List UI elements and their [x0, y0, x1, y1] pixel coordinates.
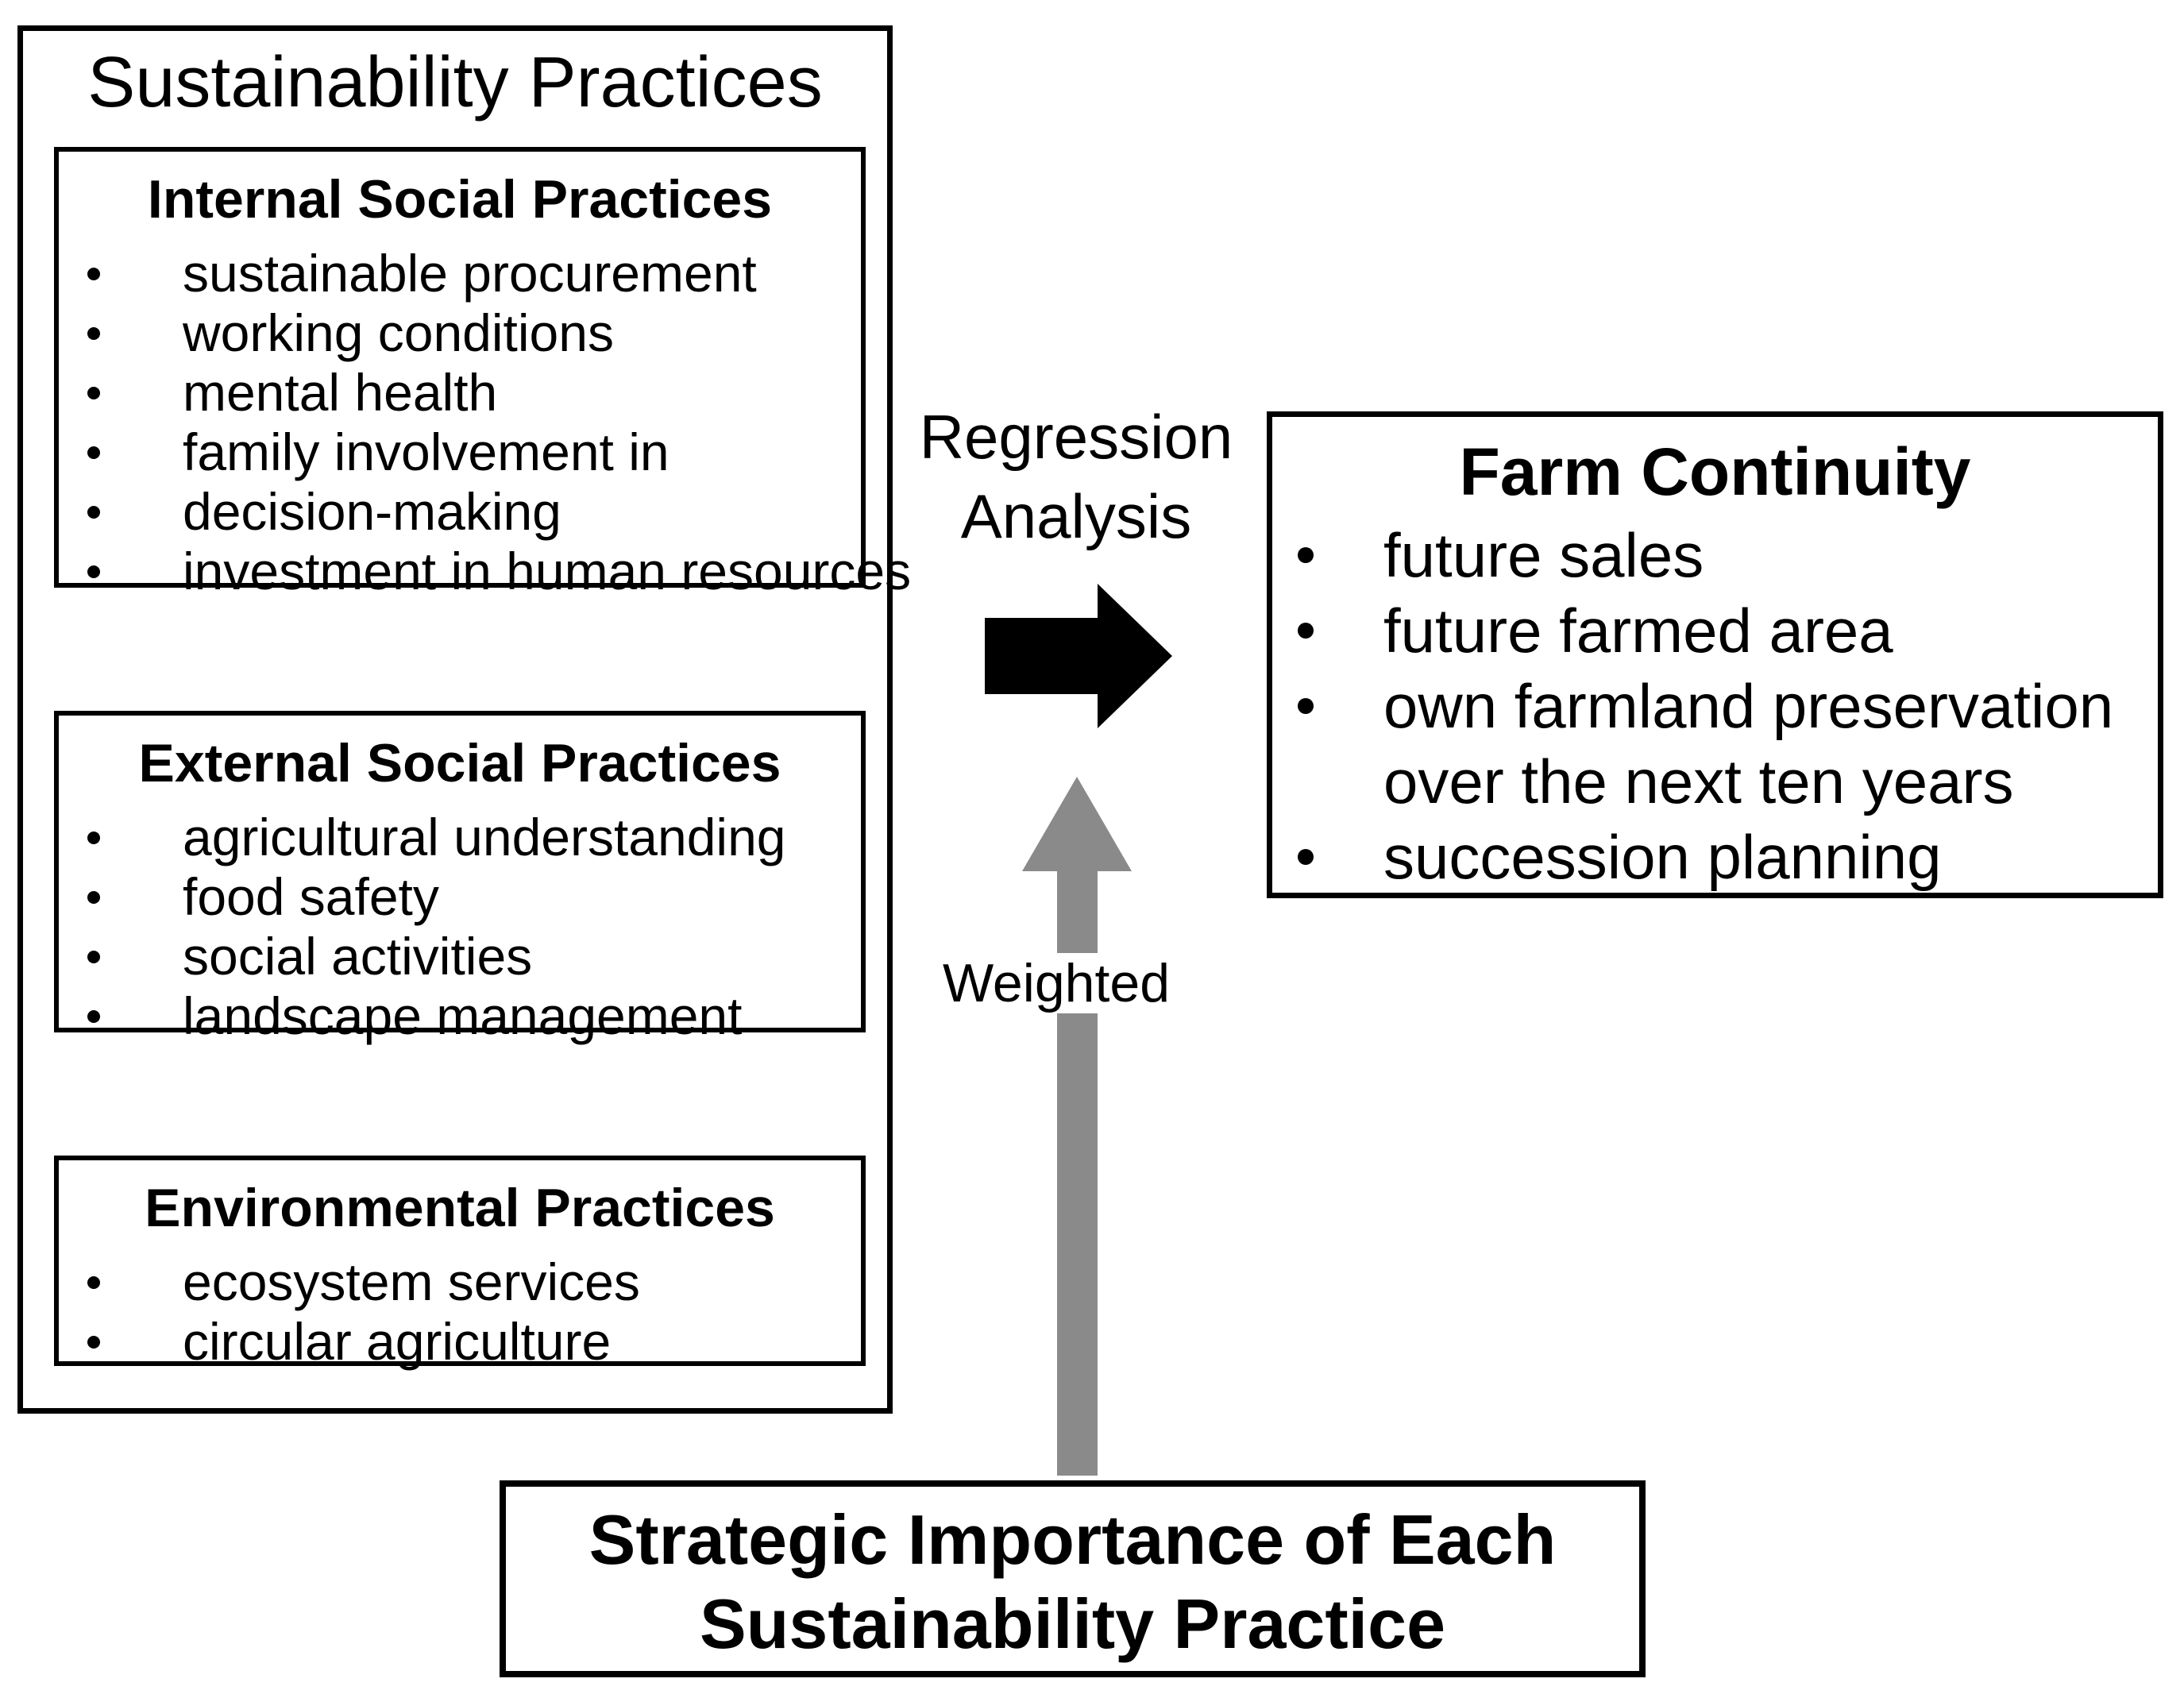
external-social-practices-title: External Social Practices: [138, 733, 781, 793]
bullet-icon: [1298, 849, 1314, 865]
weighted-label: Weighted: [929, 953, 1183, 1013]
bullet-icon: [87, 268, 100, 280]
weighted-arrow-head: [1022, 777, 1132, 871]
bullet-item: investment in human resources: [59, 542, 911, 601]
bullet-text: future sales: [1383, 520, 1704, 590]
sustainability-practices-title: Sustainability Practices: [87, 43, 823, 122]
bullet-item: working conditions: [59, 303, 861, 363]
bullet-icon: [87, 327, 100, 340]
bullet-text: working conditions: [183, 303, 614, 362]
environmental-practices-title: Environmental Practices: [145, 1178, 775, 1238]
farm-continuity-title: Farm Continuity: [1459, 434, 1971, 509]
bullet-text: investment in human resources: [183, 542, 912, 600]
bullet-icon: [87, 565, 100, 578]
bullet-item: mental health: [59, 363, 861, 423]
bullet-text: ecosystem services: [183, 1252, 640, 1311]
bullet-item: future sales: [1272, 518, 2158, 593]
bullet-icon: [87, 387, 100, 399]
bullet-icon: [87, 446, 100, 459]
bullet-icon: [87, 1276, 100, 1289]
internal-social-practices-title: Internal Social Practices: [147, 169, 773, 230]
bullet-item: succession planning: [1272, 820, 2158, 895]
bullet-icon: [87, 1336, 100, 1349]
bullet-item: family involvement in: [59, 423, 861, 482]
bullet-text: future farmed area: [1383, 596, 1893, 666]
bullet-text: sustainable procurement: [183, 244, 757, 303]
regression-arrow-shaft: [985, 618, 1098, 694]
regression-analysis-line2: Analysis: [960, 481, 1192, 551]
bullet-icon: [87, 891, 100, 904]
bullet-text: agricultural understanding: [183, 808, 786, 866]
bullet-text: succession planning: [1383, 822, 1942, 892]
bullet-icon: [1298, 698, 1314, 714]
bullet-item: ecosystem services: [59, 1252, 861, 1312]
regression-analysis-label: Regression Analysis: [901, 397, 1251, 556]
bullet-text: food safety: [183, 867, 439, 926]
regression-analysis-line1: Regression: [919, 402, 1233, 472]
bullet-icon: [87, 951, 100, 963]
bullet-icon: [1298, 547, 1314, 563]
bullet-icon: [1298, 623, 1314, 639]
bullet-text: mental health: [183, 363, 498, 422]
bullet-item: agricultural understanding: [59, 808, 861, 867]
bullet-text: circular agriculture: [183, 1312, 612, 1371]
environmental-practices-box: Environmental Practices ecosystem servic…: [54, 1156, 866, 1371]
bullet-item: decision-making: [59, 482, 861, 542]
weighted-arrow-shaft-upper: [1057, 870, 1098, 956]
bullet-item: sustainable procurement: [59, 244, 861, 303]
bullet-icon: [87, 506, 100, 519]
bullet-item: food safety: [59, 867, 861, 927]
regression-arrow-head: [1098, 584, 1172, 728]
strategic-importance-title: Strategic Importance of Each Sustainabil…: [506, 1498, 1639, 1666]
bullet-text: landscape management: [183, 986, 743, 1045]
strategic-importance-box: Strategic Importance of Each Sustainabil…: [500, 1480, 1646, 1677]
strategic-importance-line2: Sustainability Practice: [699, 1584, 1446, 1663]
bullet-item: future farmed area: [1272, 593, 2158, 669]
bullet-icon: [87, 1010, 100, 1023]
bullet-item: landscape management: [59, 986, 861, 1046]
bullet-item: circular agriculture: [59, 1312, 861, 1372]
internal-social-practices-box: Internal Social Practices sustainable pr…: [54, 147, 911, 600]
external-social-practices-box: External Social Practices agricultural u…: [54, 711, 866, 1045]
bullet-text: decision-making: [183, 482, 561, 541]
bullet-item: social activities: [59, 927, 861, 986]
strategic-importance-line1: Strategic Importance of Each: [588, 1500, 1557, 1579]
bullet-icon: [87, 832, 100, 844]
weighted-arrow-shaft-lower: [1057, 1013, 1098, 1476]
bullet-text: family involvement in: [183, 423, 669, 481]
bullet-text: social activities: [183, 927, 533, 986]
